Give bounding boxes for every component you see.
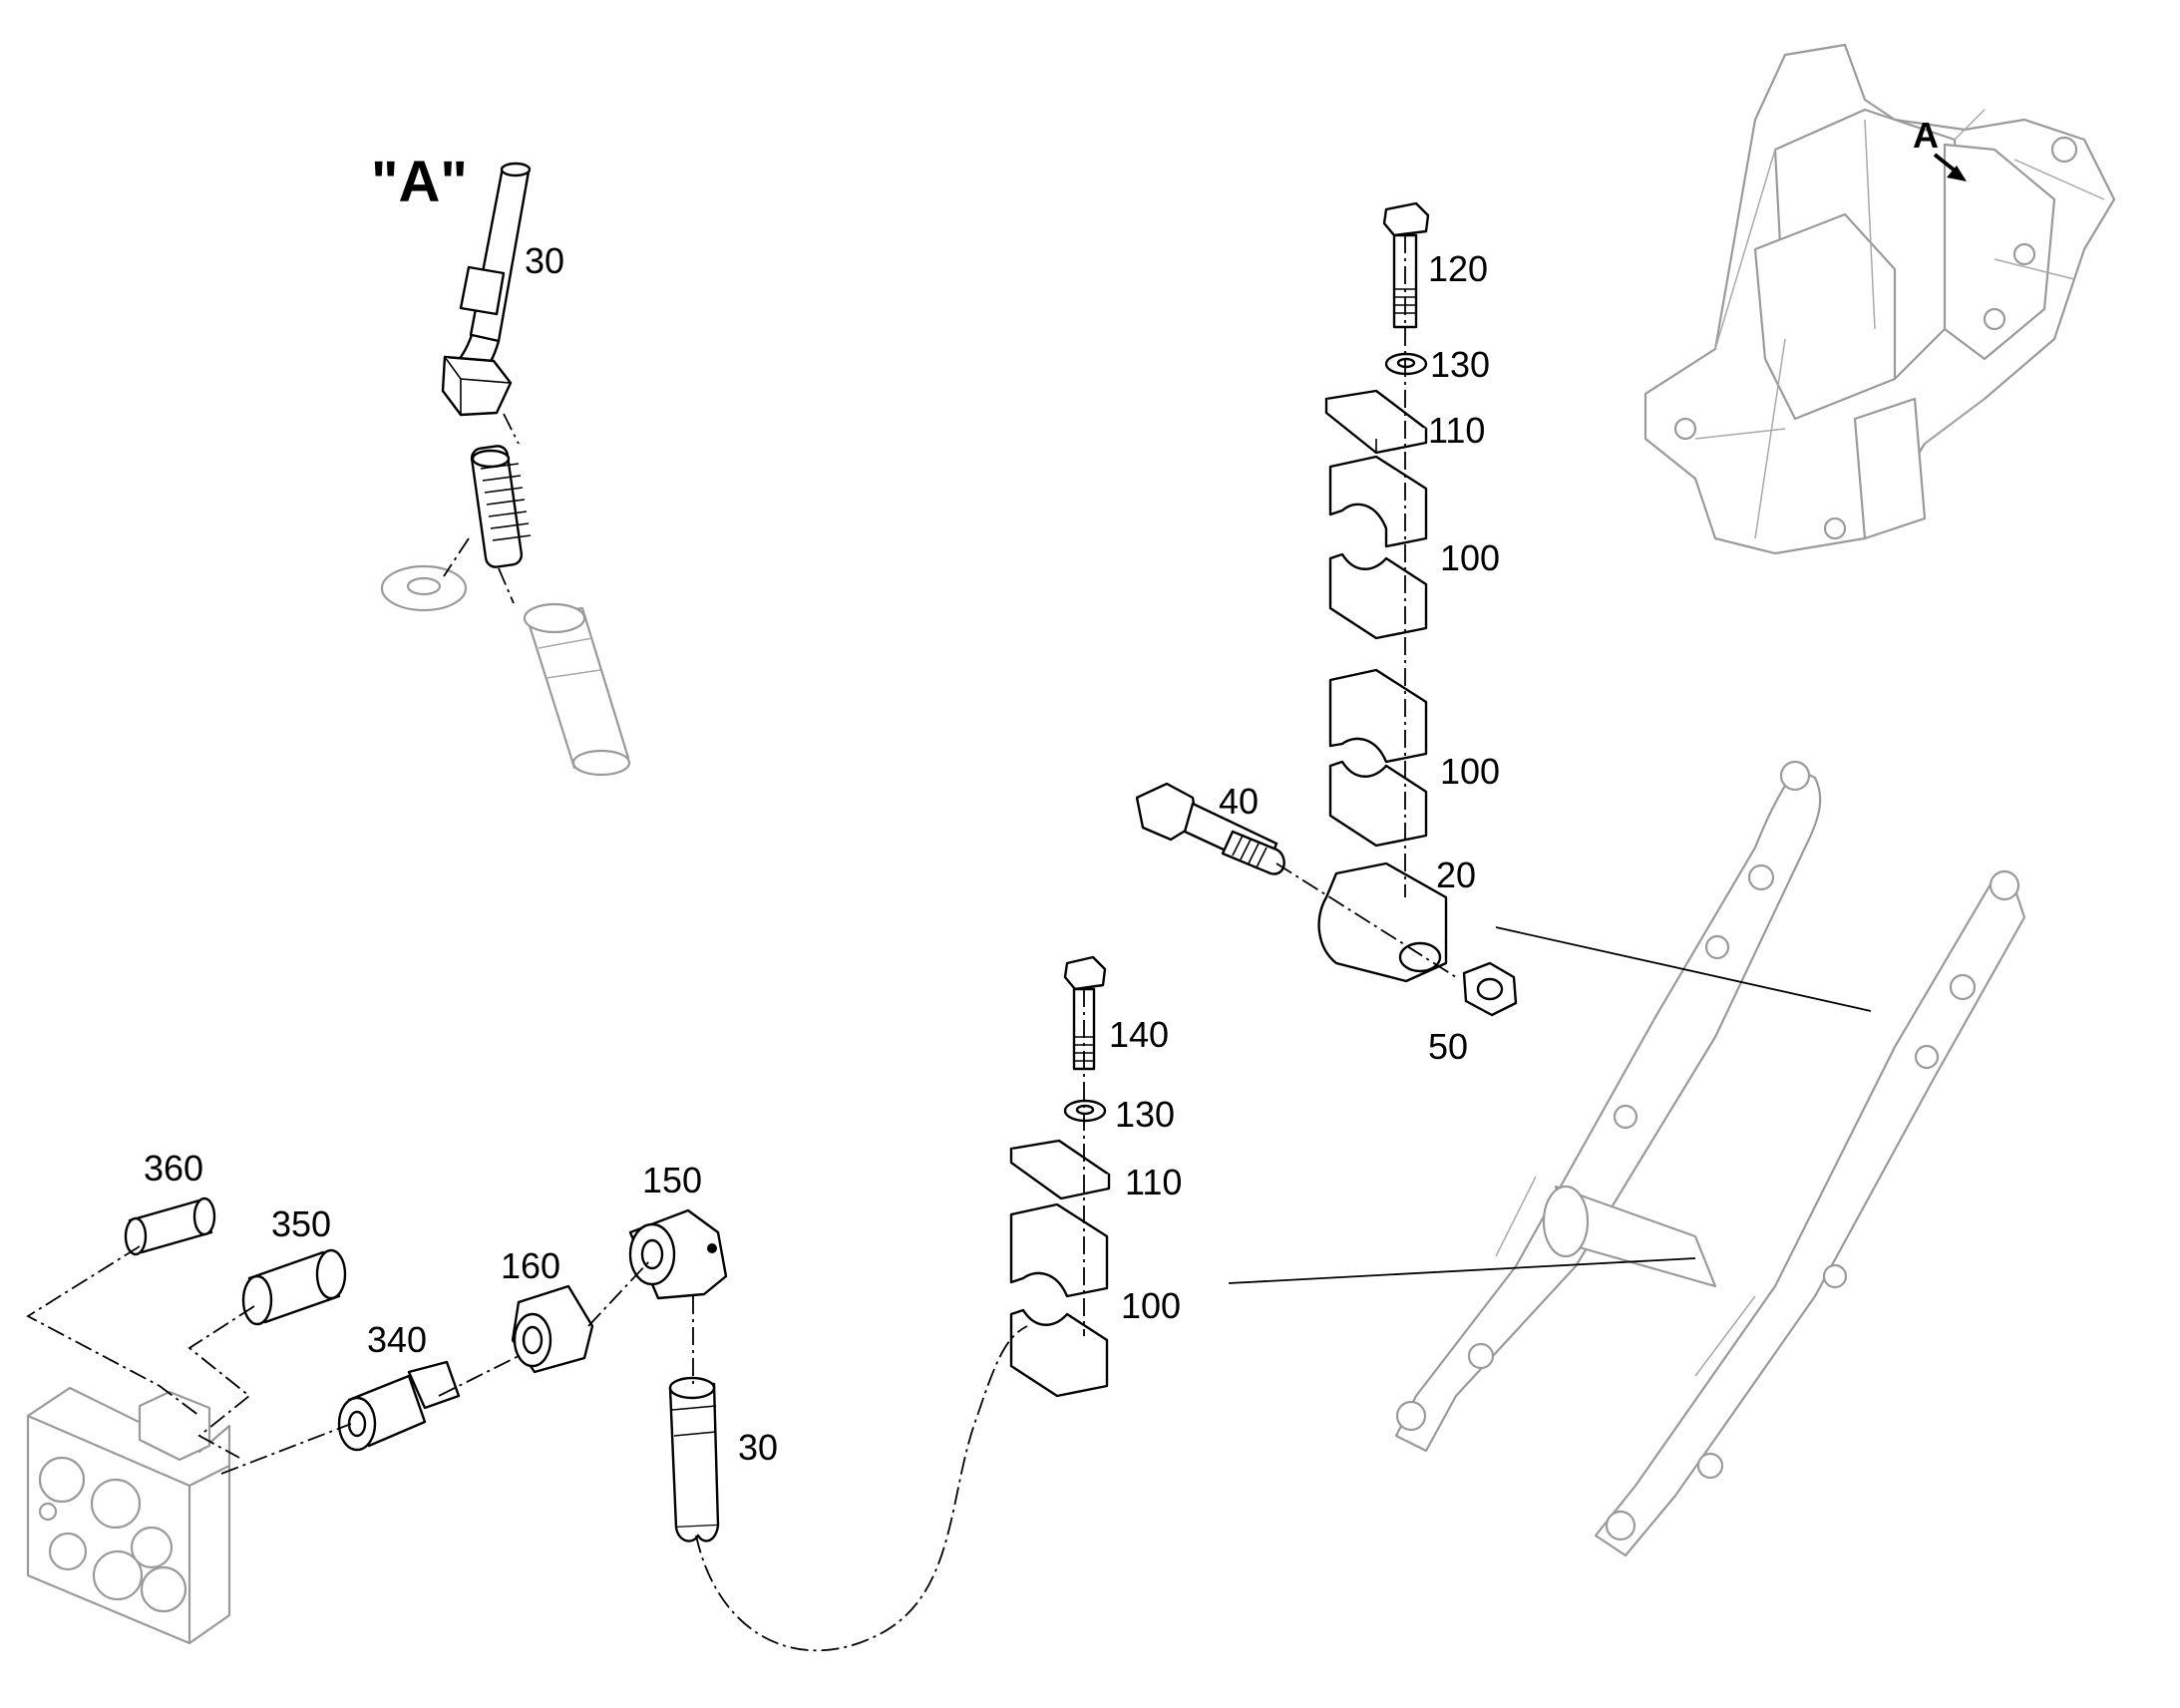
cap-360 [124, 1196, 216, 1256]
label-360: 360 [144, 1148, 203, 1189]
label-120: 120 [1428, 248, 1488, 289]
label-130-bottom: 130 [1115, 1094, 1175, 1135]
label-30-bottom: 30 [738, 1427, 778, 1468]
clamp-half-100-e [1009, 1202, 1109, 1298]
label-100-a: 100 [1440, 537, 1500, 578]
bolt-140-head [1063, 955, 1107, 991]
bolt-120-head [1382, 201, 1430, 237]
label-340: 340 [367, 1319, 427, 1360]
valve-block [26, 1386, 231, 1645]
lower-clamp-stack [1009, 955, 1111, 1398]
label-150: 150 [642, 1160, 702, 1200]
elbow-150 [628, 1208, 728, 1300]
label-160: 160 [501, 1245, 560, 1286]
clamp-half-100-b [1328, 552, 1428, 640]
clamp-half-100-f [1009, 1308, 1109, 1398]
detail-a-assembly [380, 162, 631, 777]
clamp-half-100-c [1328, 668, 1428, 764]
inset-arrow-label: A [1913, 115, 1939, 156]
label-40: 40 [1219, 781, 1259, 822]
nut-160 [511, 1284, 594, 1374]
hose-30-bottom [668, 1376, 720, 1542]
label-130-top: 130 [1430, 344, 1490, 385]
hose-30-top [469, 166, 531, 343]
clamp-half-100-d [1328, 760, 1428, 848]
label-110-bottom: 110 [1125, 1162, 1182, 1202]
lower-hose-fitting [523, 602, 631, 777]
label-20: 20 [1436, 854, 1476, 895]
label-350: 350 [271, 1203, 331, 1244]
sealing-washer [380, 564, 468, 612]
label-140: 140 [1109, 1014, 1169, 1055]
clamp-half-100-a [1328, 455, 1428, 548]
threaded-adapter [470, 445, 532, 568]
label-30-top: 30 [525, 240, 564, 281]
upper-clamp-stack [1135, 201, 1518, 1017]
fitting-340 [337, 1360, 461, 1452]
cap-350 [241, 1248, 347, 1326]
lift-arms [1394, 760, 2026, 1557]
label-110-top: 110 [1428, 410, 1485, 451]
loader-frame-inset: A [1643, 43, 2116, 555]
label-50: 50 [1428, 1026, 1468, 1067]
label-100-c: 100 [1121, 1285, 1181, 1326]
label-100-b: 100 [1440, 751, 1500, 792]
view-marker-label: "A" [371, 150, 468, 214]
